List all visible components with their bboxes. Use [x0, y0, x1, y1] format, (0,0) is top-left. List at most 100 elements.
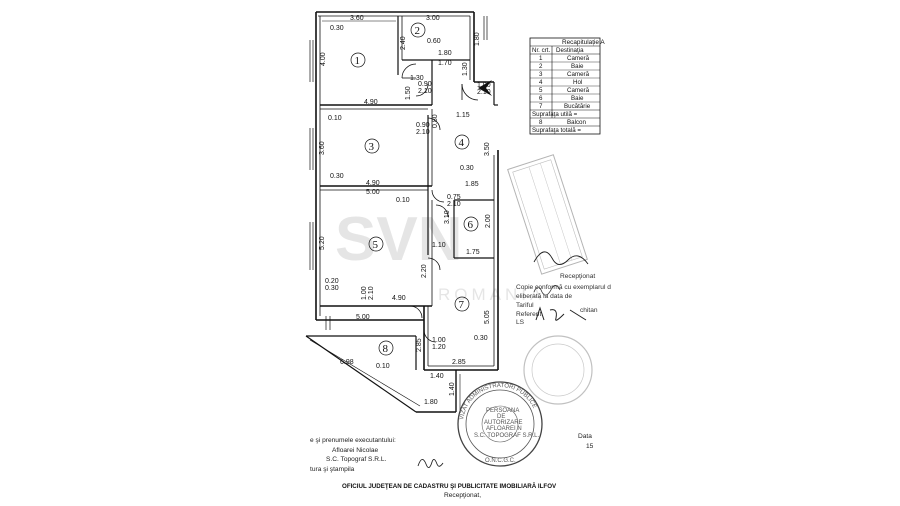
- cert-line: LS: [516, 319, 525, 326]
- stamp-inner: S.C. TOPOGRAF S.R.L.: [474, 433, 539, 439]
- room-3-num: 3: [369, 141, 375, 153]
- dim-label: 6.98: [340, 359, 354, 366]
- stamp-inner: DE: [497, 414, 505, 420]
- dim-label: 0.30: [325, 285, 339, 292]
- cert-line: Recepţionat: [560, 273, 595, 280]
- table-row-nr: 7: [539, 103, 543, 110]
- room-5-num: 5: [373, 239, 379, 251]
- cert-line: eliberată la data de: [516, 293, 572, 300]
- room-4-num: 4: [459, 137, 465, 149]
- dim-label: 1.40: [449, 382, 456, 396]
- watermark-brand: SVN: [335, 205, 462, 274]
- dim-label: 0.10: [396, 197, 410, 204]
- dim-label: 1.00: [432, 337, 446, 344]
- dim-label: 5.20: [319, 236, 326, 250]
- dim-label: 1.75: [466, 249, 480, 256]
- dim-label: 4.90: [364, 99, 378, 106]
- dim-label: 1.70: [438, 60, 452, 67]
- dim-label: 5.00: [356, 314, 370, 321]
- footer: e şi prenumele executantului: Afloarei N…: [310, 433, 594, 499]
- faint-round-stamp: [523, 335, 593, 405]
- dim-label: 4.00: [320, 52, 327, 66]
- watermark-sub: ROMANIA: [438, 285, 545, 304]
- dim-label: 1.20: [432, 344, 446, 351]
- table-row-dest: Cameră: [567, 87, 590, 94]
- dim-label: 1.40: [430, 373, 444, 380]
- executant-signature: [417, 459, 444, 468]
- dim-label: 1.00: [477, 82, 491, 89]
- dim-label: 0.10: [376, 363, 390, 370]
- data-label: Data: [578, 433, 592, 440]
- dim-label: 2.10: [447, 201, 461, 208]
- table-row-dest: Cameră: [567, 55, 590, 62]
- table-col-nr: Nr. crt.: [532, 47, 550, 54]
- cert-line: Copie conformă cu exemplarul d: [516, 284, 611, 291]
- dim-label: 1.15: [456, 112, 470, 119]
- cert-line: Tariful: [516, 302, 534, 309]
- dim-label: 1.80: [474, 32, 481, 46]
- table-row-dest: Baie: [571, 95, 584, 102]
- table-row-dest: Cameră: [567, 71, 590, 78]
- dim-label: 1.80: [438, 50, 452, 57]
- dim-label: 3.10: [444, 210, 451, 224]
- table-row-dest: Bucătărie: [564, 103, 591, 110]
- handwritten-fee: [535, 306, 587, 321]
- recap-table: Recapitulație A Nr. crt. Destinaţia 1 Ca…: [529, 37, 605, 135]
- exec-company: S.C. Topograf S.R.L.: [326, 456, 387, 463]
- dim-label: 2.00: [485, 214, 492, 228]
- data-num: 15: [586, 443, 594, 450]
- sign-label: tura şi ştampila: [310, 466, 355, 473]
- watermark: SVN ROMANIA: [335, 205, 545, 304]
- dim-label: 0.30: [330, 25, 344, 32]
- table-row-dest: Hol: [573, 79, 582, 86]
- dim-label: 2.40: [400, 36, 407, 50]
- table-row-dest: Balcon: [567, 119, 586, 126]
- dim-label: 0.20: [325, 278, 339, 285]
- table-col-dest: Destinaţia: [556, 47, 584, 54]
- table-row-nr: 8: [539, 119, 543, 126]
- dim-label: 0.30: [330, 173, 344, 180]
- dim-label: 1.50: [405, 86, 412, 100]
- dim-label: 1.80: [424, 399, 438, 406]
- dim-label: 3.00: [426, 15, 440, 22]
- dim-label: 5.05: [484, 310, 491, 324]
- dim-label: 0.60: [427, 38, 441, 45]
- dim-label: 1.00: [361, 286, 368, 300]
- dim-label: 0.30: [460, 165, 474, 172]
- dim-label: 0.90: [416, 122, 430, 129]
- table-row-nr: 1: [539, 55, 543, 62]
- room-labels: 1 2 3 4 5 6 7 8: [350, 22, 479, 356]
- table-row-nr: 4: [539, 79, 543, 86]
- dim-label: 5.00: [366, 189, 380, 196]
- table-title: Recapitulație A: [562, 39, 605, 46]
- dim-label: 1.10: [432, 242, 446, 249]
- office-name: OFICIUL JUDEŢEAN DE CADASTRU ŞI PUBLICIT…: [342, 483, 557, 490]
- table-total: Suprafaţa totală =: [532, 127, 581, 134]
- dim-label: 0.30: [474, 335, 488, 342]
- table-row-dest: Baie: [571, 63, 584, 70]
- stamp-inner: AUTORIZARE: [484, 420, 523, 426]
- office-received: Recepţionat,: [444, 492, 481, 499]
- table-row-nr: 3: [539, 71, 543, 78]
- dim-label: 2.20: [421, 264, 428, 278]
- dim-label: 1.30: [410, 75, 424, 82]
- dim-label: 3.60: [350, 15, 364, 22]
- handwritten-date: [533, 285, 561, 296]
- table-row-nr: 5: [539, 87, 543, 94]
- dim-label: 0.75: [447, 194, 461, 201]
- room-6-num: 6: [468, 219, 474, 231]
- dim-label: 4.90: [366, 180, 380, 187]
- windows: [309, 16, 488, 330]
- room-2-num: 2: [415, 25, 421, 37]
- walls: [305, 11, 499, 413]
- room-8-num: 8: [383, 343, 389, 355]
- dim-label: 0.10: [328, 115, 342, 122]
- dimension-labels: 3.60 3.00 0.30 4.00 2.40 0.60 1.80 1.80 …: [319, 15, 492, 406]
- cert-line: Referent: [516, 311, 541, 318]
- dim-label: 2.10: [477, 89, 491, 96]
- dim-label: 2.10: [418, 88, 432, 95]
- room-1-num: 1: [355, 55, 361, 67]
- dim-label: 0.80: [432, 114, 439, 128]
- stamp-inner: PERSOANA: [486, 408, 519, 414]
